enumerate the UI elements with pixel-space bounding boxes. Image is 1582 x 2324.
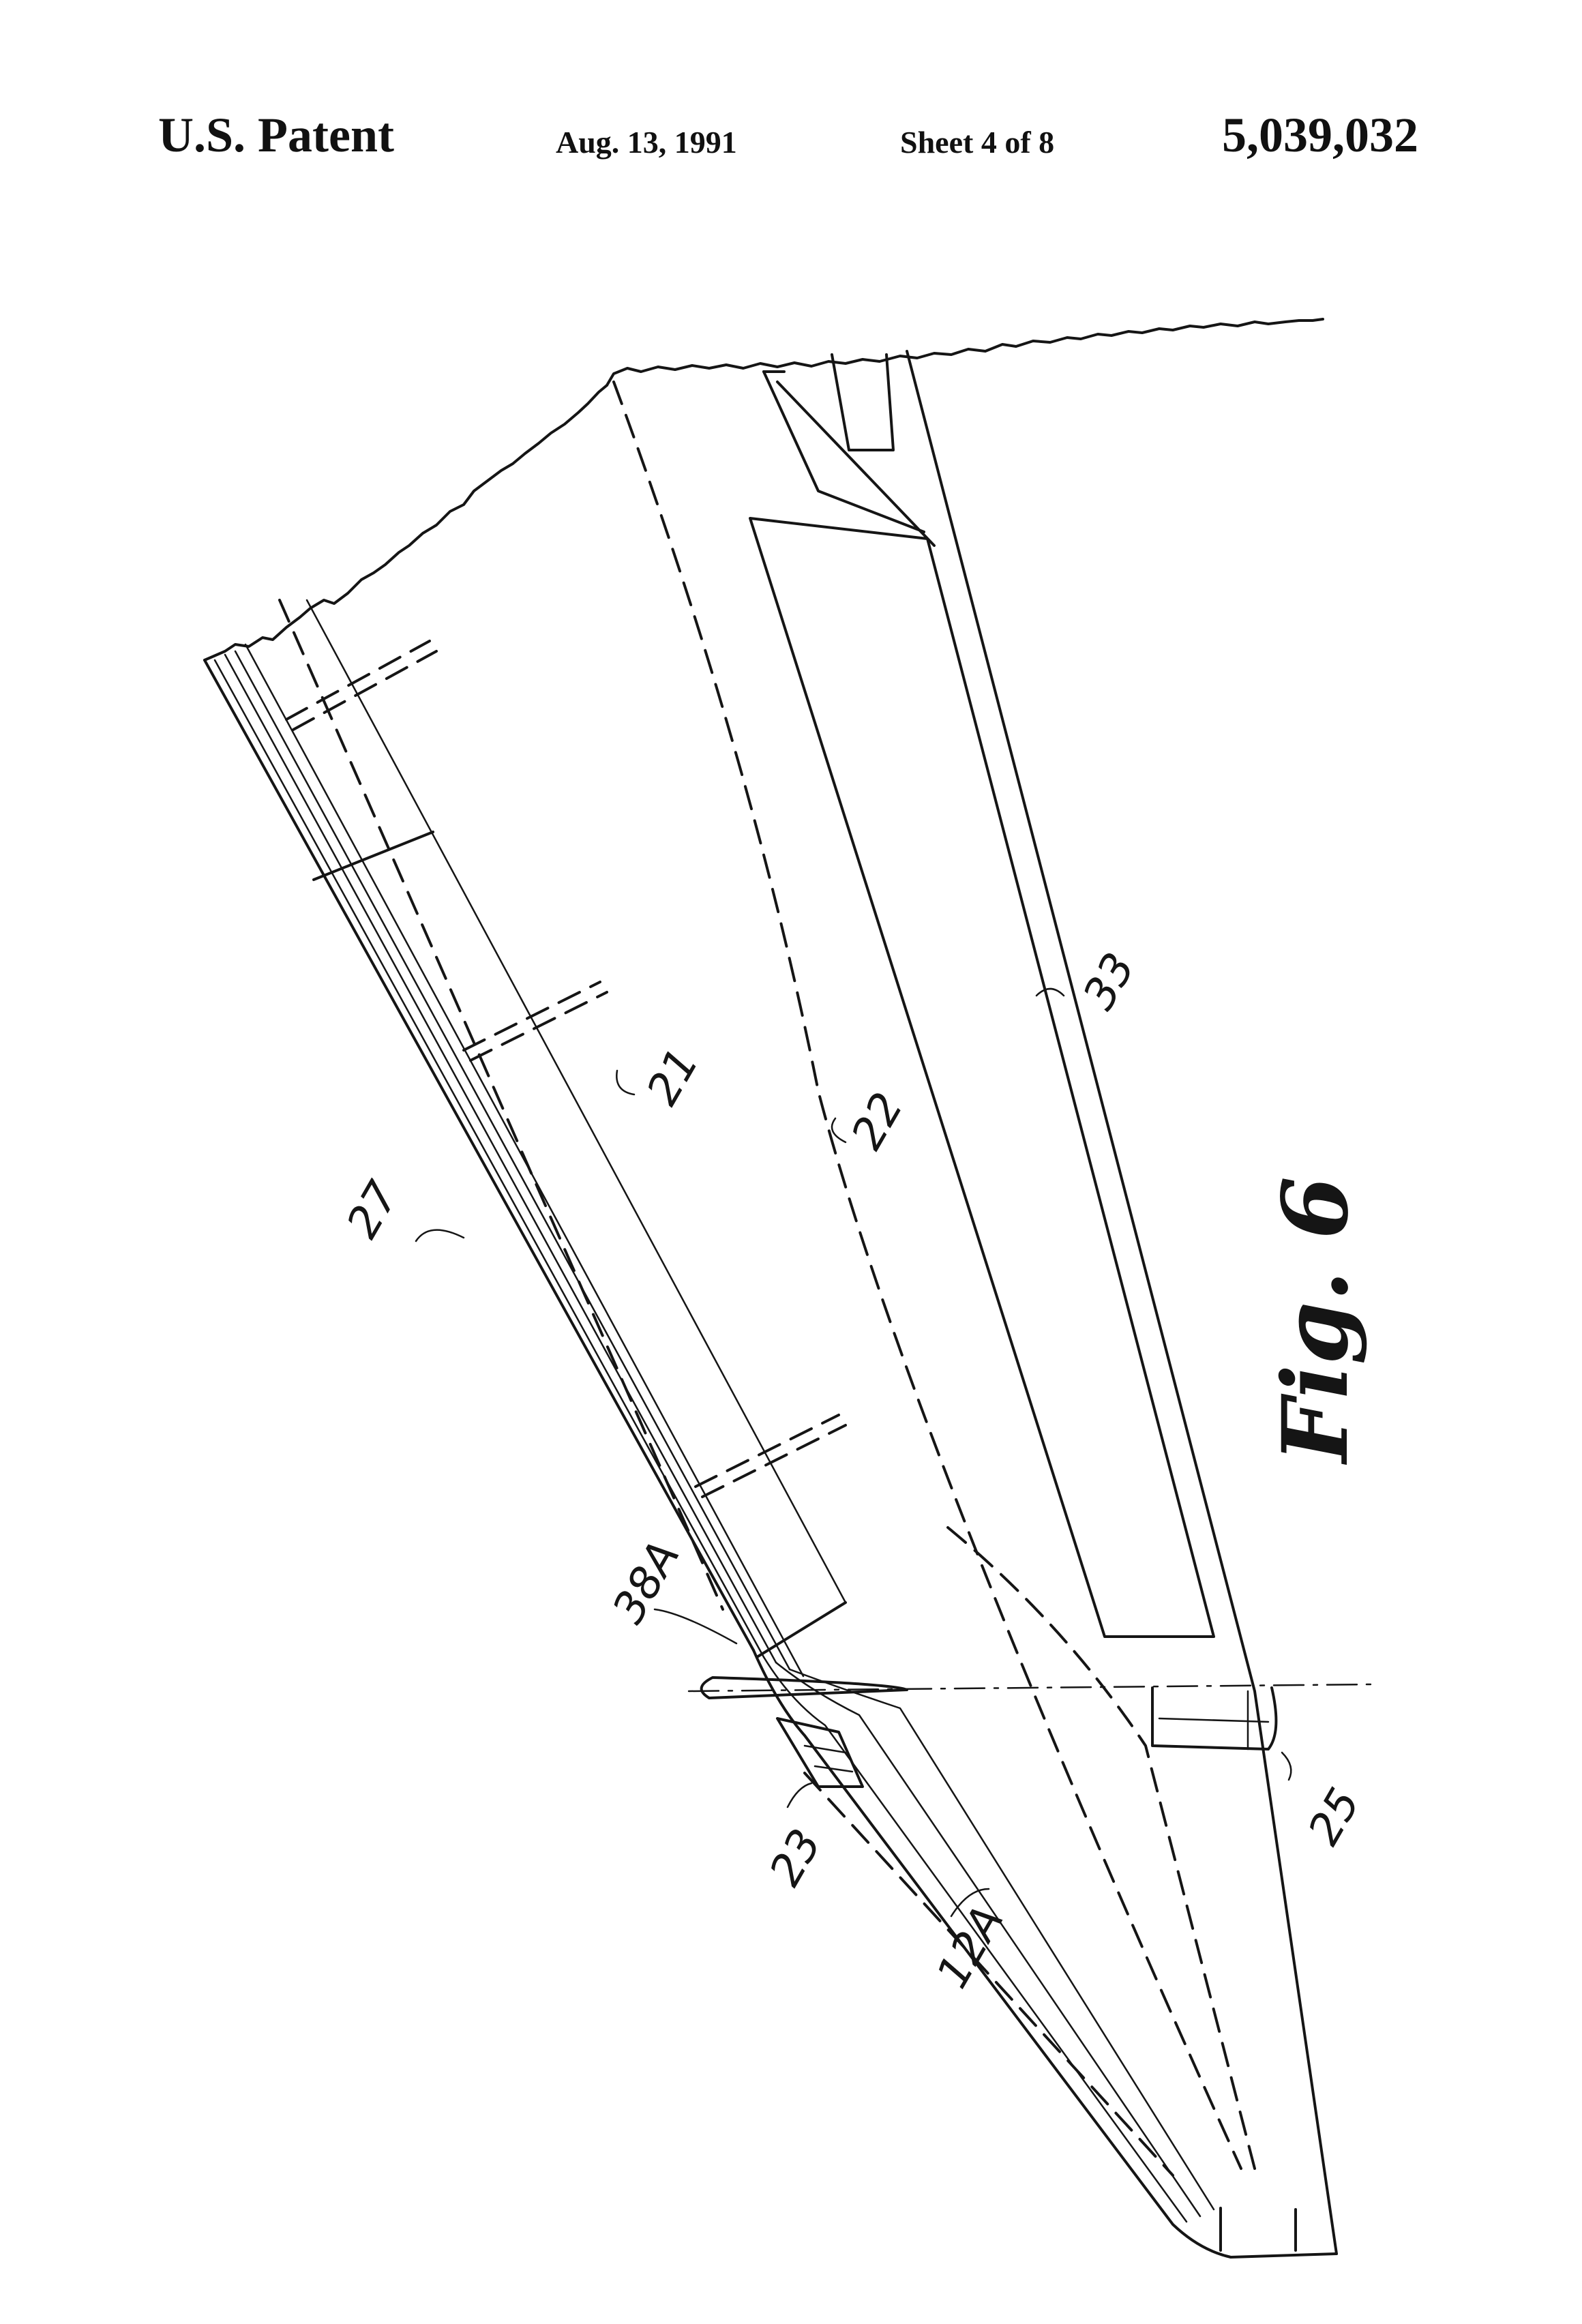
- component-25-detail: [1159, 1691, 1268, 1749]
- leader-27: [416, 1230, 464, 1241]
- leader-23: [788, 1783, 811, 1807]
- ref-22: 22: [842, 1084, 914, 1158]
- wing-tip-base: [1231, 2254, 1337, 2257]
- ref-21: 21: [638, 1040, 709, 1114]
- leading-edge-line-3: [225, 655, 776, 1663]
- aileron-stub-box: [832, 355, 893, 450]
- leader-21: [616, 1071, 634, 1094]
- flap-panel: [750, 518, 1214, 1637]
- ref-23: 23: [760, 1821, 832, 1894]
- ref-33: 33: [1074, 944, 1146, 1018]
- pin-1-a: [286, 641, 430, 719]
- aileron-hinge-line: [777, 382, 934, 546]
- ref-38a: 38A: [603, 1533, 690, 1632]
- broken-edge-top: [607, 319, 1323, 385]
- front-spar-21: [280, 600, 723, 1609]
- rib-box: [757, 1603, 846, 1657]
- figure-label: Fig. 6: [1263, 1176, 1369, 1465]
- tip-dashed-line: [805, 1773, 1173, 2175]
- component-23: [777, 1718, 863, 1787]
- leading-edge-line-4: [235, 651, 790, 1669]
- ref-27: 27: [338, 1173, 409, 1247]
- pin-2-a: [464, 982, 600, 1050]
- broken-edge-outline: [205, 385, 607, 660]
- pitot-probe: [702, 1678, 907, 1698]
- leader-38a: [655, 1609, 736, 1643]
- pin-3-a: [696, 1415, 839, 1487]
- ref-25: 25: [1299, 1780, 1371, 1853]
- pin-3-b: [702, 1425, 846, 1497]
- leader-25: [1282, 1753, 1291, 1780]
- ref-12a: 12A: [927, 1898, 1014, 1997]
- leader-33: [1036, 989, 1064, 996]
- rib-line-2: [314, 832, 433, 880]
- leading-edge-line-1: [205, 660, 753, 1650]
- pin-2-b: [471, 992, 607, 1060]
- wing-tip-end-cap: [1221, 2208, 1296, 2250]
- leading-edge-line-2: [215, 660, 764, 1657]
- pin-1-b: [293, 651, 436, 730]
